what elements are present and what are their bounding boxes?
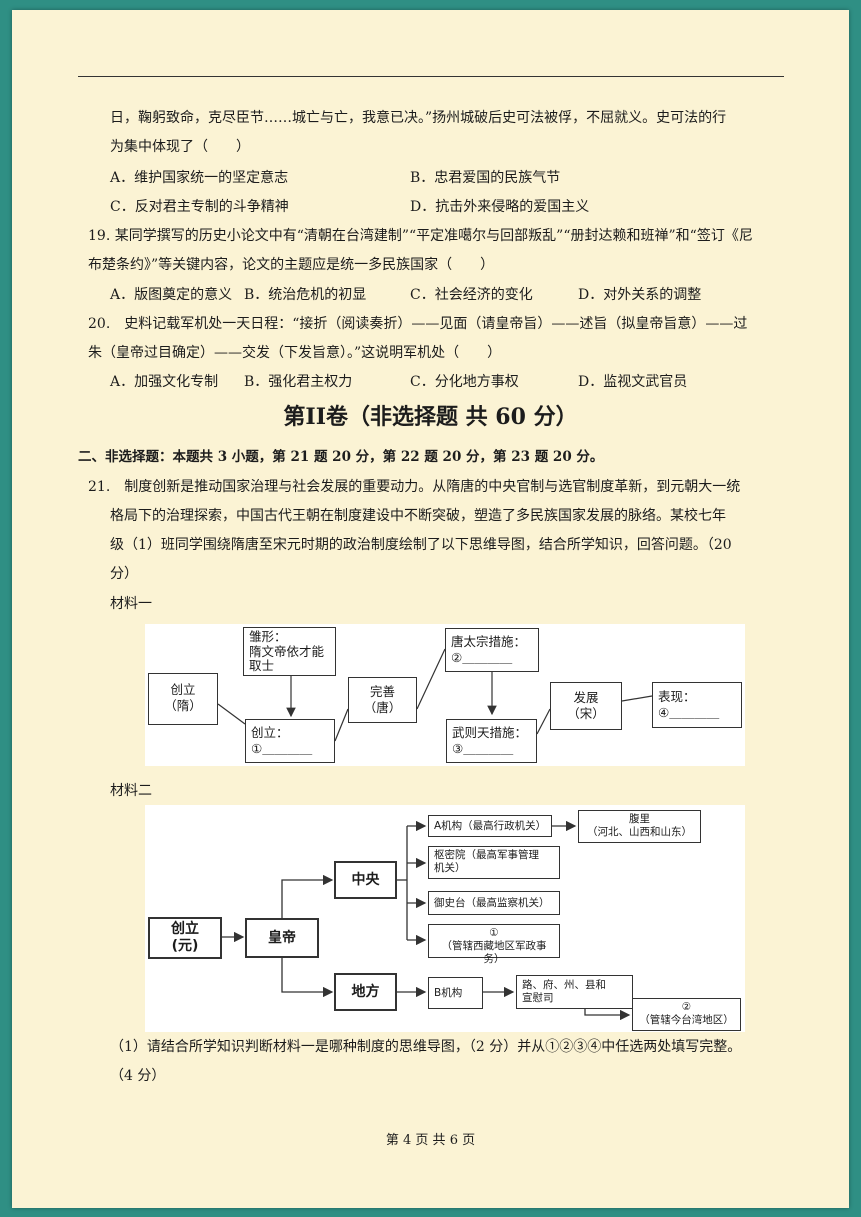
q18-option-b: B．忠君爱国的民族气节	[410, 170, 561, 186]
box-taizong: 唐太宗措施： ②＿＿＿＿	[445, 628, 539, 672]
q20-option-c: C．分化地方事权	[410, 374, 519, 390]
box-chuangli-yuan: 创立 (元)	[148, 917, 222, 959]
box-fazhan: 发展 （宋）	[550, 682, 622, 730]
q21-line2: 格局下的治理探索，中国古代王朝在制度建设中不断突破，塑造了多民族国家发展的脉络。…	[110, 508, 726, 524]
box-shumiyuan: 枢密院（最高军事管理 机关）	[428, 846, 560, 879]
q19-line1: 19. 某同学撰写的历史小论文中有“清朝在台湾建制”“平定准噶尔与回部叛乱”“册…	[88, 228, 753, 244]
q18-option-a: A．维护国家统一的坚定意志	[110, 170, 289, 186]
q19-option-b: B．统治危机的初显	[244, 287, 367, 303]
material1-mindmap: 创立 （隋） 雏形： 隋文帝依才能 取士 创立： ①＿＿＿＿ 完善 （唐） 唐太…	[145, 624, 745, 766]
box-zhongyang: 中央	[334, 861, 397, 899]
section-title: 第II卷（非选择题 共 60 分）	[283, 404, 578, 430]
q20-option-b: B．强化君主权力	[244, 374, 353, 390]
box-a-jigou: A机构（最高行政机关）	[428, 815, 552, 837]
material2-label: 材料二	[110, 783, 152, 799]
q19-option-c: C．社会经济的变化	[410, 287, 533, 303]
box-chuangli-sui: 创立 （隋）	[148, 673, 218, 725]
q18-option-d: D．抗击外来侵略的爱国主义	[410, 199, 590, 215]
box-biaoxian: 表现： ④＿＿＿＿	[652, 682, 742, 728]
q21-line4: 分）	[110, 566, 138, 582]
box-fuli: 腹里 （河北、山西和山东）	[578, 810, 701, 843]
material2-connectors	[222, 820, 631, 1021]
box-wuzetian: 武则天措施： ③＿＿＿＿	[446, 719, 537, 763]
q19-line2: 布楚条约》”等关键内容，论文的主题应是统一多民族国家（ ）	[88, 257, 495, 273]
box-b-jigou: B机构	[428, 977, 483, 1009]
q20-option-d: D．监视文武官员	[578, 374, 688, 390]
material2-org-chart: 创立 (元) 皇帝 中央 地方 A机构（最高行政机关） 腹里 （河北、山西和山东…	[145, 805, 745, 1032]
sub1-line2: （4 分）	[110, 1068, 166, 1084]
q19-option-a: A．版图奠定的意义	[110, 287, 233, 303]
q20-line2: 朱（皇帝过目确定）——交发（下发旨意）。”这说明军机处（ ）	[88, 345, 502, 361]
q18-line1: 日，鞠躬致命，克尽臣节……城亡与亡，我意已决。”扬州城破后史可法被俘，不屈就义。…	[110, 110, 727, 126]
exam-page: 日，鞠躬致命，克尽臣节……城亡与亡，我意已决。”扬州城破后史可法被俘，不屈就义。…	[12, 10, 849, 1208]
q21-line3: 级（1）班同学围绕隋唐至宋元时期的政治制度绘制了以下思维导图，结合所学知识，回答…	[110, 537, 732, 553]
q20-option-a: A．加强文化专制	[110, 374, 219, 390]
q19-option-d: D．对外关系的调整	[578, 287, 702, 303]
sub1-line1: （1）请结合所学知识判断材料一是哪种制度的思维导图，（2 分）并从①②③④中任选…	[110, 1039, 742, 1055]
box-tibet: ① （管辖西藏地区军政事务）	[428, 924, 560, 965]
page-footer: 第 4 页 共 6 页	[385, 1133, 476, 1148]
header-rule	[78, 76, 784, 77]
box-difang: 地方	[334, 973, 397, 1011]
box-yushitai: 御史台（最高监察机关）	[428, 891, 560, 915]
q18-option-c: C．反对君主专制的斗争精神	[110, 199, 289, 215]
box-chuangli-blank: 创立： ①＿＿＿＿	[245, 719, 335, 763]
box-huangdi: 皇帝	[245, 918, 319, 958]
box-wanshan: 完善 （唐）	[348, 677, 417, 723]
q18-line2: 为集中体现了（ ）	[110, 139, 250, 155]
box-chuxing: 雏形： 隋文帝依才能 取士	[243, 627, 336, 676]
q20-line1: 20. 史料记载军机处一天日程：“接折（阅读奏折）——见面（请皇帝旨）——述旨（…	[88, 316, 748, 332]
q21-line1: 21. 制度创新是推动国家治理与社会发展的重要动力。从隋唐的中央官制与选官制度革…	[88, 479, 741, 495]
section-intro: 二、非选择题：本题共 3 小题，第 21 题 20 分，第 22 题 20 分，…	[78, 449, 604, 465]
material1-connectors	[217, 648, 653, 742]
box-taiwan: ② （管辖今台湾地区）	[632, 998, 741, 1031]
material1-label: 材料一	[110, 596, 152, 612]
box-lufu: 路、府、州、县和 宣慰司	[516, 975, 633, 1009]
